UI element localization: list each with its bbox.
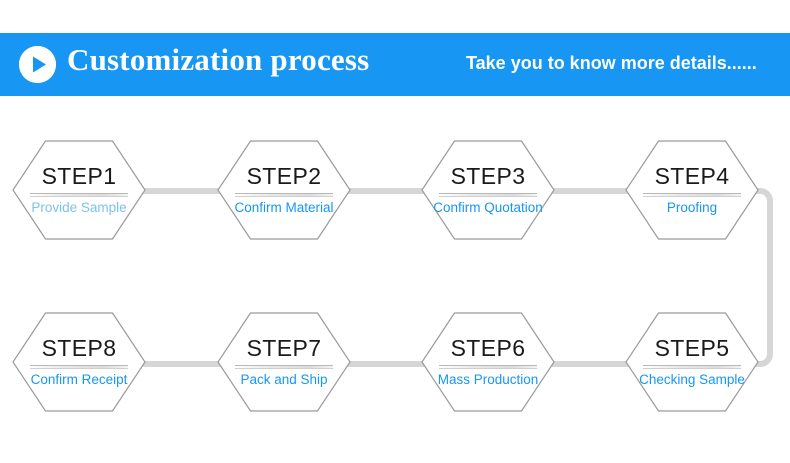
step-divider — [439, 193, 537, 198]
process-step-step3[interactable]: STEP3 Confirm Quotation — [421, 140, 555, 240]
step-name: Confirm Receipt — [30, 372, 128, 388]
step-divider — [439, 365, 537, 370]
header-banner: Customization process Take you to know m… — [0, 33, 790, 96]
step-label: STEP1 — [41, 163, 117, 190]
step-label: STEP2 — [246, 163, 322, 190]
step-name: Pack and Ship — [240, 372, 328, 388]
process-step-step6[interactable]: STEP6 Mass Production — [421, 312, 555, 412]
step-label: STEP5 — [654, 335, 730, 362]
step-name: Confirm Material — [234, 200, 334, 216]
step-name: Checking Sample — [639, 372, 745, 388]
process-step-step5[interactable]: STEP5 Checking Sample — [625, 312, 759, 412]
step-label: STEP4 — [654, 163, 730, 190]
step-name: Proofing — [666, 200, 718, 216]
header-subtitle: Take you to know more details...... — [466, 53, 757, 73]
step-divider — [643, 365, 741, 370]
process-step-step2[interactable]: STEP2 Confirm Material — [217, 140, 351, 240]
hexagon-shape — [421, 140, 555, 240]
page-title: Customization process — [67, 42, 370, 77]
step-label: STEP8 — [41, 335, 117, 362]
step-divider — [235, 365, 333, 370]
step-label: STEP6 — [450, 335, 526, 362]
step-name: Confirm Quotation — [433, 200, 543, 216]
hexagon-shape — [625, 140, 759, 240]
step-name: Mass Production — [437, 372, 539, 388]
process-step-step1[interactable]: STEP1 Provide Sample — [12, 140, 146, 240]
step-divider — [235, 193, 333, 198]
play-circle-icon — [19, 46, 56, 83]
step-divider — [643, 193, 741, 198]
hexagon-shape — [421, 312, 555, 412]
hexagon-shape — [217, 312, 351, 412]
process-step-step8[interactable]: STEP8 Confirm Receipt — [12, 312, 146, 412]
process-flow-diagram: STEP1 Provide Sample STEP2 Confirm Mater… — [0, 96, 790, 463]
flow-connectors — [140, 188, 773, 367]
hexagon-shape — [12, 140, 146, 240]
step-name: Provide Sample — [31, 200, 127, 216]
hexagon-shape — [12, 312, 146, 412]
process-step-step7[interactable]: STEP7 Pack and Ship — [217, 312, 351, 412]
step-divider — [30, 193, 128, 198]
step-label: STEP7 — [246, 335, 322, 362]
hexagon-shape — [625, 312, 759, 412]
step-label: STEP3 — [450, 163, 526, 190]
step-divider — [30, 365, 128, 370]
process-step-step4[interactable]: STEP4 Proofing — [625, 140, 759, 240]
hexagon-shape — [217, 140, 351, 240]
